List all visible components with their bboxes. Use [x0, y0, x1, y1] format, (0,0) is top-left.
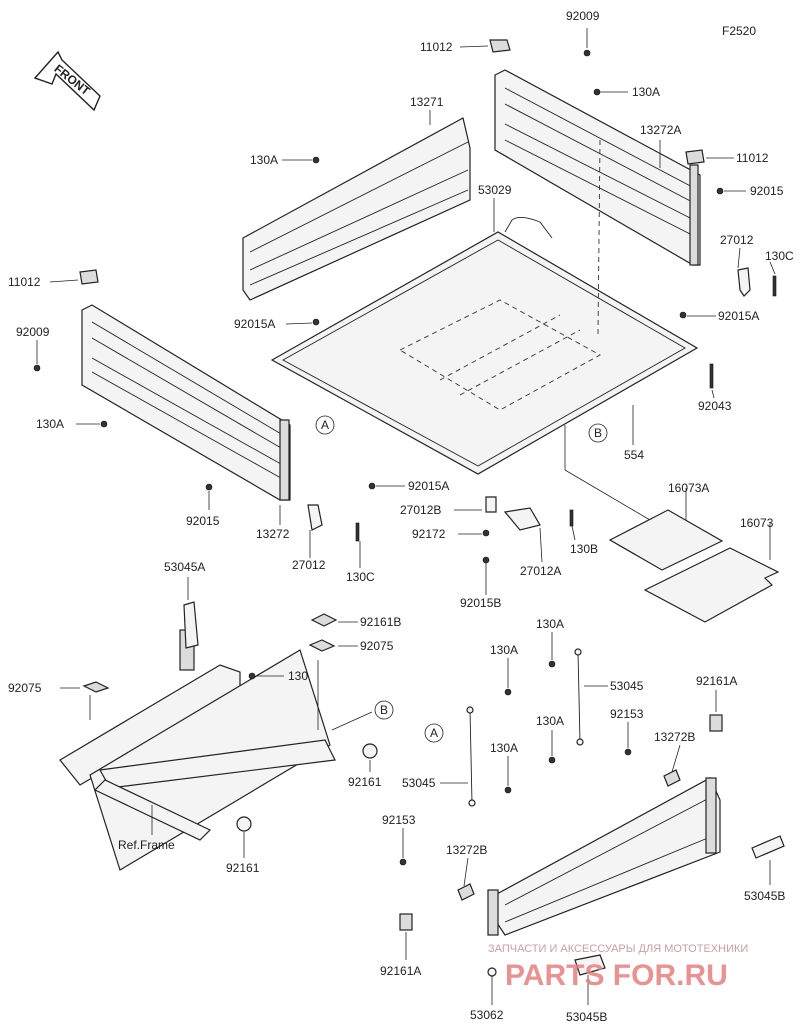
- label-13272A: 13272A: [640, 123, 681, 137]
- label-11012-left: 11012: [8, 275, 41, 289]
- label-130A-top: 130A: [632, 85, 660, 99]
- label-27012-right: 27012: [720, 233, 754, 247]
- label-554: 554: [624, 448, 644, 462]
- label-27012A: 27012A: [520, 564, 561, 578]
- label-53045B-right: 53045B: [744, 889, 785, 903]
- label-13271: 13271: [410, 95, 444, 109]
- mat-16073A: [608, 509, 724, 571]
- leaders-lower-left: [60, 577, 394, 858]
- label-16073A: 16073A: [668, 481, 709, 495]
- bolts-lower-right: [399, 660, 632, 866]
- label-130A-b: 130A: [490, 643, 518, 657]
- cable-53045-right: [574, 648, 584, 746]
- front-label: FRONT: [52, 62, 94, 99]
- leaders-upper: [36, 28, 776, 595]
- latch-27012B: [485, 496, 497, 513]
- label-130B: 130B: [570, 542, 598, 556]
- bolts-upper: [33, 49, 777, 564]
- tailgate-13272B: [487, 777, 721, 936]
- label-130A-a: 130A: [536, 617, 564, 631]
- label-92015A-left: 92015A: [234, 317, 275, 331]
- label-130A-c: 130A: [536, 714, 564, 728]
- label-53045B-bottom: 53045B: [566, 1010, 607, 1024]
- label-92075-right: 92075: [360, 639, 394, 653]
- label-53062: 53062: [470, 1008, 504, 1022]
- label-11012-right: 11012: [736, 151, 769, 165]
- label-13272B-left: 13272B: [446, 843, 487, 857]
- callout-b-upper: B: [594, 426, 602, 440]
- label-92009-top: 92009: [566, 9, 600, 23]
- label-53029: 53029: [478, 183, 512, 197]
- cap-11012-left: [79, 269, 99, 285]
- label-92153-right: 92153: [610, 707, 644, 721]
- label-53045: 53045: [610, 679, 644, 693]
- label-130: 130: [288, 669, 308, 683]
- leaders-lower-right: [402, 632, 771, 1005]
- label-92015A-right: 92015A: [718, 309, 759, 323]
- label-130C-right: 130C: [765, 249, 794, 263]
- label-27012B: 27012B: [400, 503, 441, 517]
- callout-b-lower: B: [380, 703, 388, 717]
- label-130A-side: 130A: [36, 417, 64, 431]
- front-arrow-icon: FRONT: [33, 50, 101, 112]
- label-92015: 92015: [186, 514, 220, 528]
- bed-floor-53029: [270, 139, 699, 475]
- label-92161-right: 92161: [348, 775, 382, 789]
- label-27012: 27012: [292, 558, 326, 572]
- frame-small-parts: [82, 613, 378, 832]
- figure-code: F2520: [722, 24, 756, 38]
- label-130A-d: 130A: [490, 741, 518, 755]
- front-panel-13271: [242, 117, 471, 301]
- label-130C: 130C: [346, 570, 375, 584]
- callout-a-upper: A: [321, 418, 329, 432]
- label-92009-left: 92009: [16, 325, 50, 339]
- latch-27012A: [503, 507, 541, 531]
- hinges-and-latches: [399, 714, 785, 977]
- label-13272B-right: 13272B: [654, 730, 695, 744]
- label-92043: 92043: [698, 399, 732, 413]
- label-53045-left: 53045: [402, 776, 436, 790]
- label-92075-left: 92075: [8, 681, 42, 695]
- label-92161-bottom: 92161: [226, 861, 260, 875]
- right-side-panel-13272A: [494, 69, 701, 266]
- label-130A-left: 130A: [250, 153, 278, 167]
- mat-16073: [643, 547, 780, 623]
- label-92161B: 92161B: [360, 615, 401, 629]
- label-53045A: 53045A: [164, 560, 205, 574]
- label-92015A-bottom: 92015A: [408, 479, 449, 493]
- latch-27012-right: [737, 267, 751, 297]
- part-labels: 92009 11012 130A 13271 13272A 130A 11012…: [8, 9, 794, 1024]
- label-92161A-right: 92161A: [696, 674, 737, 688]
- label-92015-right: 92015: [750, 184, 784, 198]
- label-92153-left: 92153: [382, 813, 416, 827]
- cap-11012-top: [489, 39, 511, 53]
- callout-a-lower: A: [430, 726, 438, 740]
- label-16073: 16073: [740, 516, 774, 530]
- left-side-panel-13272: [81, 304, 291, 501]
- label-ref-frame: Ref.Frame: [118, 838, 175, 852]
- label-92015B: 92015B: [460, 596, 501, 610]
- watermark-logo: PARTS FOR.RU: [505, 959, 728, 992]
- label-92172: 92172: [412, 527, 446, 541]
- label-92161A-left: 92161A: [380, 964, 421, 978]
- cable-53045-left: [466, 706, 476, 807]
- cap-11012-right: [685, 149, 705, 165]
- watermark-tagline: ЗАПЧАСТИ И АКСЕССУАРЫ ДЛЯ МОТОТЕХНИКИ: [488, 943, 748, 955]
- label-11012-top: 11012: [420, 40, 453, 54]
- latch-27012: [307, 504, 323, 531]
- ref-frame-assembly: [59, 601, 336, 871]
- label-13272: 13272: [256, 527, 290, 541]
